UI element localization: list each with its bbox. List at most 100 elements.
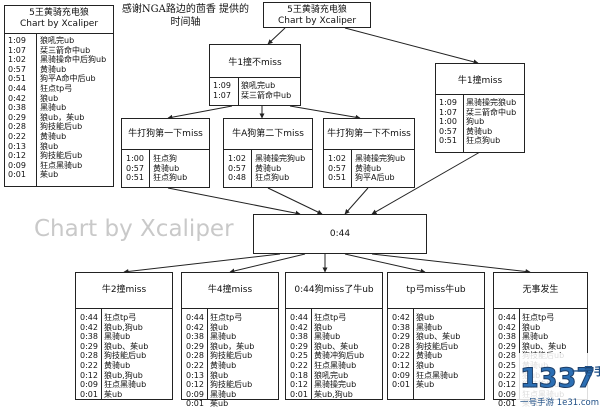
row-event: 黑骑操完ub [314, 380, 357, 390]
site-logo[interactable]: 1337 一号手游 一号手游 1e31.com [516, 353, 600, 411]
arrow-branch-3-to-merge [344, 187, 369, 215]
row-time: 0:38 [8, 103, 26, 113]
row-time: 0:38 [80, 332, 98, 342]
row-event: 狂点狗ub [153, 173, 188, 183]
bottom-2-title: 牛4撞miss [207, 285, 253, 295]
row-time: 0:09 [498, 389, 516, 399]
row-event: 狼ub [416, 361, 435, 370]
row-time: 0:44 [186, 313, 204, 322]
row-time: 0:13 [8, 141, 26, 151]
left-box-title: 5王黄骑充电狼 [29, 8, 89, 18]
branch-2-title: 牛A狗第二下miss [232, 129, 304, 139]
arrow-miss-to-branch-1 [167, 105, 233, 120]
row-time: 0:29 [392, 332, 410, 342]
row-time: 0:28 [8, 122, 26, 132]
row-time: 0:42 [498, 322, 516, 332]
branch-1-title: 牛打狗第一下miss [128, 129, 203, 139]
row-time: 0:29 [8, 112, 26, 122]
row-time: 0:38 [392, 322, 410, 332]
row-event: 栞三箭命中ub [241, 90, 292, 100]
row-event: 黑骑ub [104, 332, 131, 342]
row-time: 0:09 [186, 389, 204, 399]
row-event: 黑骑操完狗ub [255, 154, 306, 163]
merge-title: 0:44 [329, 229, 351, 239]
row-event: 狼吼完ub [241, 81, 276, 90]
bottom-1-title: 牛2撞miss [101, 285, 147, 295]
row-event: 狗技能后ub [210, 351, 253, 361]
row-time: 0:57 [228, 163, 246, 173]
header-caption: 感谢NGA路边的茴香 提供的时间轴 [121, 4, 250, 28]
row-event: 狂点tp弓 [522, 313, 555, 322]
row-event: 狼ub、茱ub [416, 332, 461, 342]
left-box-subtitle: Chart by Xcaliper [19, 19, 99, 29]
row-time: 0:01 [290, 389, 308, 399]
row-event: 黄骑冲狗后ub [314, 351, 365, 361]
arrow-merge-to-bottom-5 [371, 253, 531, 274]
row-event: 狼吼完ub [40, 36, 75, 45]
arrow-hit-to-merge [371, 151, 481, 215]
row-time: 0:51 [126, 173, 144, 183]
row-event: 黄骑ub [210, 361, 237, 370]
row-time: 0:22 [186, 361, 204, 370]
row-time: 0:42 [8, 93, 26, 103]
logo-mark: 1337 [520, 363, 595, 394]
top-title-box: 5王黄骑充电狼 Chart by Xcaliper [263, 2, 371, 28]
row-event: 黄骑ub [40, 132, 67, 141]
arrow-top-to-miss [267, 27, 286, 45]
row-time: 0:28 [498, 351, 516, 361]
row-event: 黄骑ub [416, 351, 443, 361]
row-time: 1:02 [228, 154, 246, 163]
row-time: 0:38 [498, 332, 516, 342]
row-event: 茱ub [210, 399, 229, 409]
row-time: 1:02 [328, 154, 346, 163]
row-event: 狼ub [522, 322, 541, 332]
row-time: 0:01 [498, 399, 516, 409]
row-time: 0:13 [186, 370, 204, 380]
row-event: 狂点黑骑ub [314, 361, 357, 370]
arrow-merge-to-bottom-4 [344, 253, 426, 274]
row-event: 狂点tp弓 [40, 84, 73, 93]
row-time: 0:29 [498, 341, 516, 351]
row-time: 0:12 [392, 361, 410, 370]
row-time: 1:09 [439, 98, 457, 107]
row-time: 1:07 [8, 45, 26, 55]
top-box-title: 5王黄骑充电狼 [287, 5, 347, 15]
row-event: 茱ub,狗ub [314, 389, 353, 399]
row-event: 狼ub [40, 141, 59, 151]
row-event: 黑骑ub [40, 103, 67, 113]
arrow-miss-to-branch-3 [289, 105, 361, 120]
row-event: 黑骑操完狗ub [355, 154, 406, 163]
row-event: 狼吼完ub [314, 370, 349, 380]
row-event: 狼ub、茱ub [522, 341, 567, 351]
row-time: 0:42 [80, 322, 98, 332]
merge-box: 0:44 [253, 214, 427, 254]
row-event: 狂点黑骑ub [416, 370, 459, 380]
row-event: 狗技能后ub [104, 351, 147, 361]
row-event: 狂点黑骑ub [104, 380, 147, 390]
bottom-4-title: tp弓miss牛ub [406, 285, 466, 295]
row-time: 0:44 [8, 84, 26, 93]
row-event: 狼ub，茱ub [40, 112, 85, 122]
row-event: 狼ub、茱ub [314, 341, 359, 351]
row-event: 狗ub [466, 117, 485, 127]
row-event: 黑骑操命中后狗ub [40, 55, 107, 65]
row-time: 0:42 [290, 322, 308, 332]
row-time: 0:09 [8, 160, 26, 170]
row-event: 狂点黑骑ub [40, 160, 83, 170]
row-event: 黑骑ub [416, 322, 443, 332]
logo-text: 一号手游 [572, 364, 600, 378]
row-event: 狼ub [416, 313, 435, 322]
row-time: 1:09 [213, 81, 231, 90]
row-time: 0:48 [228, 173, 246, 183]
row-event: 狗平A命中后ub [40, 74, 96, 84]
row-event: 黄骑ub [104, 361, 131, 370]
row-time: 0:38 [186, 332, 204, 342]
